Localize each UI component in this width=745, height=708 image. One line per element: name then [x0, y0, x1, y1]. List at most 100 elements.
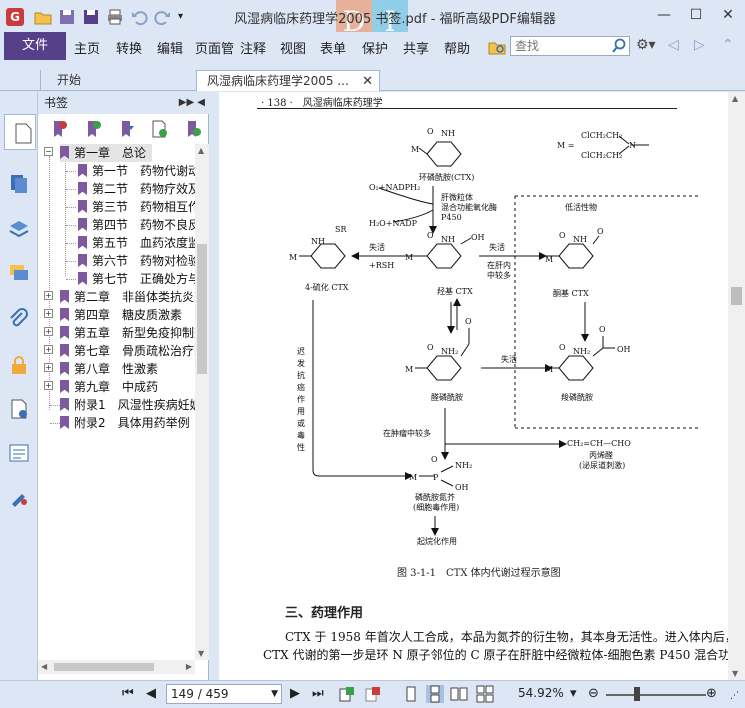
bookmark-panel-controls[interactable]: ▶▶ ◀	[178, 97, 205, 108]
menu-page-manage[interactable]: 页面管	[195, 42, 235, 57]
expand-toggle[interactable]: +	[44, 291, 53, 300]
bookmark-item[interactable]: 第四节 药物不良反	[78, 216, 195, 234]
first-page-button[interactable]: ⏮	[122, 686, 134, 701]
delete-bookmark-icon[interactable]	[50, 120, 68, 138]
nav-back-icon[interactable]: ◁	[668, 37, 679, 53]
previous-page-button[interactable]: ◀	[146, 686, 156, 701]
menu-edit[interactable]: 编辑	[157, 42, 184, 57]
page-dropdown-icon[interactable]: ▼	[271, 689, 278, 699]
continuous-view-icon[interactable]	[426, 685, 444, 703]
bookmark-item[interactable]: 附录2 具体用药举例	[60, 414, 190, 432]
facing-view-icon[interactable]	[450, 685, 468, 703]
bookmark-arrow-icon[interactable]	[118, 120, 136, 138]
menu-home[interactable]: 主页	[74, 42, 101, 57]
tree-guide	[50, 423, 60, 424]
panel-splitter[interactable]	[209, 92, 219, 680]
bookmark-hscroll-thumb[interactable]	[54, 663, 154, 671]
close-button[interactable]: ✕	[722, 7, 734, 23]
bookmark-scroll-thumb[interactable]	[197, 244, 207, 374]
bookmark-item[interactable]: 第五章 新型免疫抑制剂	[60, 324, 195, 342]
undo-icon[interactable]	[130, 8, 148, 26]
save-icon[interactable]	[58, 8, 76, 26]
zoom-in-button[interactable]: ⊕	[706, 686, 717, 701]
zoom-slider[interactable]	[606, 694, 706, 696]
layers-icon[interactable]	[8, 218, 30, 240]
comments-icon[interactable]	[8, 262, 30, 284]
bookmark-item[interactable]: 第七章 骨质疏松治疗药	[60, 342, 195, 360]
bookmark-item[interactable]: 第六节 药物对检验	[78, 252, 195, 270]
continuous-facing-view-icon[interactable]	[476, 685, 494, 703]
document-vertical-scrollbar[interactable]: ▲ ▼	[728, 92, 745, 680]
document-scroll-thumb[interactable]	[731, 287, 742, 305]
last-page-button[interactable]: ⏭	[312, 686, 324, 701]
page-icon[interactable]	[12, 122, 34, 144]
tab-start[interactable]: 开始	[40, 70, 190, 91]
app-logo-icon[interactable]: G	[6, 8, 24, 26]
bookmark-item[interactable]: 第五节 血药浓度监	[78, 234, 195, 252]
bookmark-item[interactable]: 附录1 风湿性疾病妊娠	[60, 396, 195, 414]
ribbon-collapse-icon[interactable]: ⌃	[722, 37, 734, 53]
menu-form[interactable]: 表单	[320, 42, 347, 57]
zoom-out-button[interactable]: ⊖	[588, 686, 599, 701]
redo-icon[interactable]	[154, 8, 172, 26]
menu-comment[interactable]: 注释	[240, 42, 267, 57]
document-view[interactable]: · 138 · 风湿病临床药理学 O NH M 环磷酰胺(CTX) M = Cl…	[219, 92, 728, 680]
search-box[interactable]	[510, 36, 630, 56]
attachment-icon[interactable]	[8, 308, 30, 330]
bookmark-item[interactable]: 第二节 药物疗效及	[78, 180, 195, 198]
bookmark-item[interactable]: 第九章 中成药	[60, 378, 158, 396]
bookmark-item[interactable]: 第一章 总论	[60, 144, 153, 162]
tree-guide	[49, 156, 50, 410]
find-folder-icon[interactable]	[488, 38, 506, 56]
bookmark-item[interactable]: 第三节 药物相互作	[78, 198, 195, 216]
collapse-toggle[interactable]: −	[44, 147, 53, 156]
expand-toggle[interactable]: +	[44, 327, 53, 336]
expand-toggle[interactable]: +	[44, 381, 53, 390]
customize-dropdown-icon[interactable]: ▾	[178, 11, 184, 22]
next-page-button[interactable]: ▶	[290, 686, 300, 701]
form-fields-icon[interactable]	[8, 442, 30, 464]
resize-grip-icon[interactable]: ⋰	[730, 691, 739, 701]
page-number-field[interactable]: 149 / 459▼	[166, 684, 282, 704]
document-properties-icon[interactable]	[8, 398, 30, 420]
bookmark-item[interactable]: 第七节 正确处方与	[78, 270, 195, 288]
tab-close-icon[interactable]: ✕	[362, 74, 373, 89]
tab-document[interactable]: 风湿病临床药理学2005 ...✕	[196, 70, 380, 91]
signature-icon[interactable]	[8, 486, 30, 508]
zoom-slider-thumb[interactable]	[634, 687, 640, 701]
search-icon[interactable]	[611, 38, 627, 54]
zoom-level[interactable]: 54.92%	[518, 686, 564, 700]
nav-forward-icon[interactable]: ▷	[694, 37, 705, 53]
bookmark-vertical-scrollbar[interactable]: ▲ ▼	[195, 144, 209, 660]
menu-view[interactable]: 视图	[280, 42, 307, 57]
minimize-button[interactable]: —	[657, 7, 671, 23]
zoom-dropdown-icon[interactable]: ▾	[570, 686, 577, 701]
settings-gear-icon[interactable]: ⚙▾	[636, 37, 656, 53]
maximize-button[interactable]: ☐	[689, 7, 703, 23]
open-folder-icon[interactable]	[34, 8, 52, 26]
bookmark-item[interactable]: 第二章 非甾体类抗炎药	[60, 288, 195, 306]
save-as-icon[interactable]	[82, 8, 100, 26]
file-menu[interactable]: 文件	[4, 32, 66, 60]
print-icon[interactable]	[106, 8, 124, 26]
bookmark-item[interactable]: 第八章 性激素	[60, 360, 158, 378]
expand-toggle[interactable]: +	[44, 345, 53, 354]
menu-protect[interactable]: 保护	[362, 42, 389, 57]
bookmark-item[interactable]: 第四章 糖皮质激素	[60, 306, 182, 324]
menu-help[interactable]: 帮助	[444, 42, 471, 57]
bookmark-properties-icon[interactable]	[184, 120, 202, 138]
expand-toggle[interactable]: +	[44, 363, 53, 372]
single-page-view-icon[interactable]	[402, 685, 420, 703]
replace-page-icon[interactable]	[364, 685, 382, 703]
expand-toggle[interactable]: +	[44, 309, 53, 318]
new-page-bookmark-icon[interactable]	[150, 120, 168, 138]
menu-share[interactable]: 共享	[403, 42, 430, 57]
bookmark-item[interactable]: 第一节 药物代谢动	[78, 162, 195, 180]
pages-thumbnail-icon[interactable]	[8, 172, 30, 194]
search-input[interactable]	[511, 37, 607, 55]
bookmark-horizontal-scrollbar[interactable]: ◀ ▶	[38, 660, 195, 674]
add-bookmark-icon[interactable]	[84, 120, 102, 138]
menu-convert[interactable]: 转换	[116, 42, 143, 57]
insert-page-icon[interactable]	[338, 685, 356, 703]
security-lock-icon[interactable]	[8, 354, 30, 376]
